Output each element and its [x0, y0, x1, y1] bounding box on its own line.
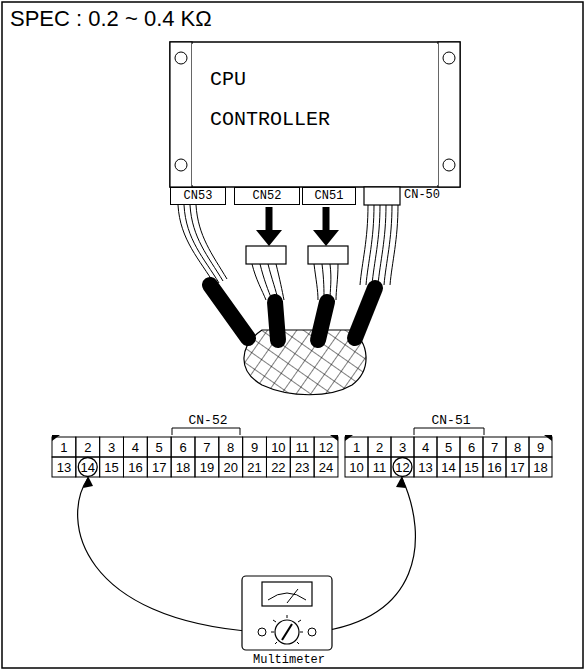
multimeter-symbol	[242, 576, 332, 650]
connector-name: CN51	[303, 188, 355, 204]
key-mark	[345, 435, 353, 441]
connector-socket	[364, 187, 400, 205]
pin-number: 16	[128, 461, 142, 474]
connector-label: CN53	[170, 187, 226, 205]
pin-number: 6	[179, 441, 186, 454]
pin-number: 22	[271, 461, 285, 474]
mount-hole	[175, 52, 187, 64]
pin-number: 20	[223, 461, 237, 474]
controller-name: CPU CONTROLLER	[210, 60, 340, 140]
pin-number: 9	[537, 441, 544, 454]
pin-number: 12	[319, 441, 333, 454]
pin-number: 13	[57, 461, 71, 474]
mount-bracket	[438, 42, 460, 187]
mount-hole	[443, 52, 455, 64]
plug	[308, 246, 348, 264]
bracket	[172, 428, 240, 435]
key-mark	[52, 435, 60, 441]
title: SPEC : 0.2 ~ 0.4 KΩ	[10, 8, 212, 30]
pin-number: 7	[203, 441, 210, 454]
pin-number: 2	[376, 441, 383, 454]
arrow	[266, 207, 273, 232]
pin-number: 18	[533, 461, 547, 474]
pin-number: 7	[491, 441, 498, 454]
pin-number: 17	[510, 461, 524, 474]
pin-number: 5	[156, 441, 163, 454]
pin-number: 23	[295, 461, 309, 474]
probe-tip	[83, 476, 93, 488]
pin-number: 5	[445, 441, 452, 454]
pin-number: 4	[422, 441, 429, 454]
pin-number: 16	[487, 461, 501, 474]
pin-number: 10	[349, 461, 363, 474]
pin-number: 8	[514, 441, 521, 454]
connector-name: CN-52	[186, 414, 229, 427]
mount-bracket	[170, 42, 192, 187]
pin-number: 2	[84, 441, 91, 454]
pin-number: 1	[353, 441, 360, 454]
pin-number: 1	[60, 441, 67, 454]
pin-number: 11	[373, 461, 387, 474]
pin-number: 6	[468, 441, 475, 454]
pin-number: 19	[200, 461, 214, 474]
connector-name: CN-51	[429, 414, 472, 427]
connector-name: CN52	[235, 188, 299, 204]
pin-number: 3	[399, 441, 406, 454]
pin-number: 21	[247, 461, 261, 474]
pin-number: 14	[441, 461, 455, 474]
pin-grid	[52, 437, 552, 477]
pin-circle	[78, 458, 97, 477]
pin-number: 9	[251, 441, 258, 454]
pin-number: 15	[464, 461, 478, 474]
connector-label: CN52	[234, 187, 300, 205]
pin-number: 18	[176, 461, 190, 474]
pin-number: 13	[418, 461, 432, 474]
pin-number: 12	[395, 461, 409, 474]
pin-circle	[393, 458, 412, 477]
pin-number: 24	[319, 461, 333, 474]
key-mark	[544, 435, 552, 441]
connector-name: CN53	[171, 188, 225, 204]
bracket	[414, 428, 484, 435]
instrument-name: Multimeter	[251, 654, 327, 666]
pin-number: 10	[271, 441, 285, 454]
connector-name: CN-50	[404, 189, 440, 201]
pin-number: 14	[81, 461, 95, 474]
braided-loom	[244, 330, 366, 395]
mount-hole	[443, 159, 455, 171]
pin-number: 15	[104, 461, 118, 474]
pin-number: 17	[152, 461, 166, 474]
pin-number: 11	[295, 441, 309, 454]
connector-label: CN51	[302, 187, 356, 205]
probe-lead	[78, 478, 258, 632]
arrow	[323, 207, 330, 232]
pin-number: 8	[227, 441, 234, 454]
controller-housing	[170, 42, 460, 187]
plug	[246, 246, 286, 264]
controller-box: CPU CONTROLLER	[192, 44, 438, 185]
mount-hole	[175, 159, 187, 171]
arrow	[256, 230, 282, 246]
pin-number: 3	[108, 441, 115, 454]
arrow	[313, 230, 339, 246]
pin-number: 4	[132, 441, 139, 454]
probe-tip	[396, 476, 406, 488]
